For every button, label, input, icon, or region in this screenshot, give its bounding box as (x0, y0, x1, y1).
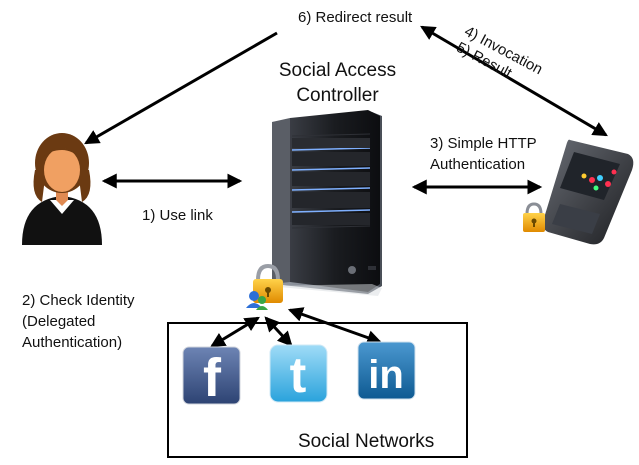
http-auth-lock-icon (523, 202, 545, 232)
facebook-icon: f (182, 346, 241, 408)
server-title-line2: Controller (296, 85, 379, 106)
step-check-identity-line3: Authentication) (22, 334, 123, 351)
delegated-auth-lock-icon (246, 263, 283, 310)
social-networks-box (167, 322, 468, 458)
svg-text:in: in (368, 353, 404, 397)
arrow-invocation-result (420, 25, 608, 137)
step-check-identity-label: 2) Check Identity (Delegated Authenticat… (22, 290, 135, 353)
linkedin-icon: in (357, 341, 416, 400)
step-http-auth-label: 3) Simple HTTP Authentication (430, 133, 537, 175)
twitter-icon: t (269, 344, 328, 403)
step-check-identity-line1: 2) Check Identity (22, 292, 135, 309)
server-icon (268, 110, 382, 296)
user-avatar-icon (22, 133, 102, 245)
server-title: Social Access Controller (255, 58, 420, 108)
step-redirect-result-label: 6) Redirect result (298, 9, 413, 26)
arrow-linkedin (287, 307, 383, 345)
step-use-link-label: 1) Use link (142, 207, 213, 224)
step-http-auth-line2: Authentication (430, 156, 526, 173)
arrow-redirect-result (84, 31, 278, 145)
svg-text:t: t (290, 347, 307, 403)
server-title-line1: Social Access (278, 60, 397, 81)
mobile-device-icon (542, 139, 634, 245)
step-http-auth-line1: 3) Simple HTTP (430, 135, 537, 152)
social-networks-label: Social Networks (298, 431, 435, 452)
svg-text:f: f (203, 348, 222, 408)
step-check-identity-line2: (Delegated (22, 313, 96, 330)
